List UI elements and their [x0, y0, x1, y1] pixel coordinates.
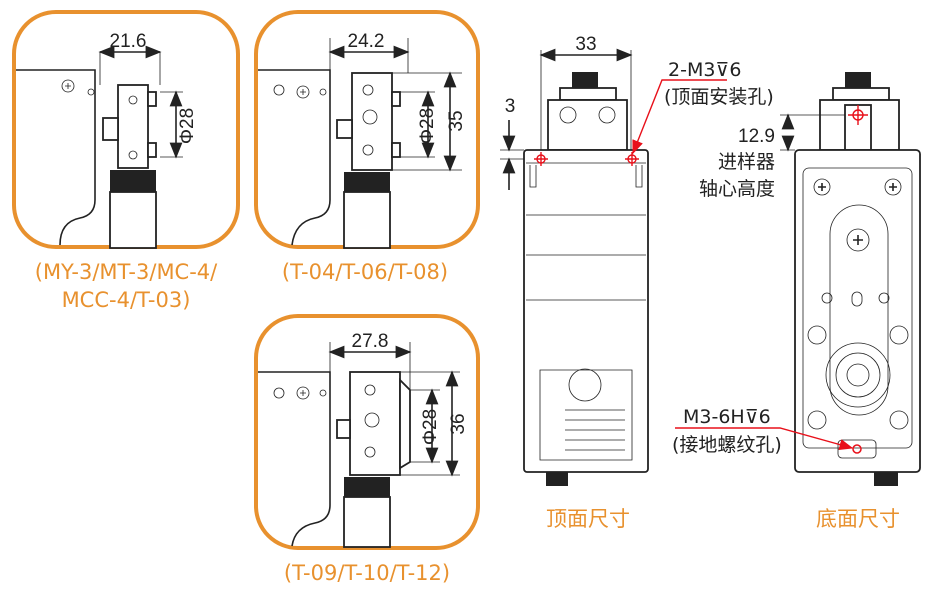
sampler-probe — [351, 72, 393, 171]
width-dimension: 21.6 — [110, 31, 147, 52]
width-dimension: 24.2 — [348, 31, 385, 52]
model-label: MCC-4/T-03) — [62, 288, 191, 312]
shaft-height-note: 轴心高度 — [699, 178, 775, 200]
hole-spec: M3-6H⊽6 — [683, 406, 771, 428]
diameter-dimension: Φ28 — [417, 108, 438, 144]
diameter-dimension: Φ28 — [420, 409, 441, 445]
hole-note: (接地螺纹孔) — [672, 434, 782, 456]
model-label: (T-09/T-10/T-12) — [284, 561, 450, 585]
sampler-probe — [349, 371, 401, 476]
height-dimension: 35 — [446, 110, 467, 131]
bottom-view: 12.9 进样器 轴心高度 M3-6H⊽6 (接地螺纹孔) 底面尺寸 — [672, 72, 921, 531]
height-dimension: 36 — [448, 413, 469, 434]
view-title: 顶面尺寸 — [546, 507, 630, 531]
model-label: (T-04/T-06/T-08) — [282, 260, 448, 284]
shaft-height-note: 进样器 — [718, 151, 775, 173]
hole-spec: 2-M3⊽6 — [668, 59, 741, 81]
offset-dimension: 3 — [505, 96, 516, 117]
top-view: 33 3 2-M3⊽6 (顶面安装孔) 顶面尺寸 — [500, 34, 774, 531]
view-title: 底面尺寸 — [816, 507, 900, 531]
sampler-body — [794, 149, 921, 473]
detail-panel-2: 24.2 Φ28 35 (T-04/T-06/T-08) — [254, 10, 480, 284]
width-dimension: 27.8 — [352, 331, 389, 352]
detail-panel-1: 21.6 Φ28 (MY-3/MT-3/MC-4/ MCC-4/T-03) — [12, 10, 240, 312]
hole-note: (顶面安装孔) — [664, 86, 774, 108]
width-dimension: 33 — [575, 34, 596, 55]
detail-panel-3: 27.8 Φ28 36 (T-09/T-10/T-12) — [254, 314, 480, 585]
sampler-body — [523, 149, 649, 473]
shaft-height-dimension: 12.9 — [738, 126, 775, 147]
model-label: (MY-3/MT-3/MC-4/ — [35, 260, 218, 284]
sampler-probe — [117, 84, 149, 169]
diameter-dimension: Φ28 — [177, 108, 198, 144]
